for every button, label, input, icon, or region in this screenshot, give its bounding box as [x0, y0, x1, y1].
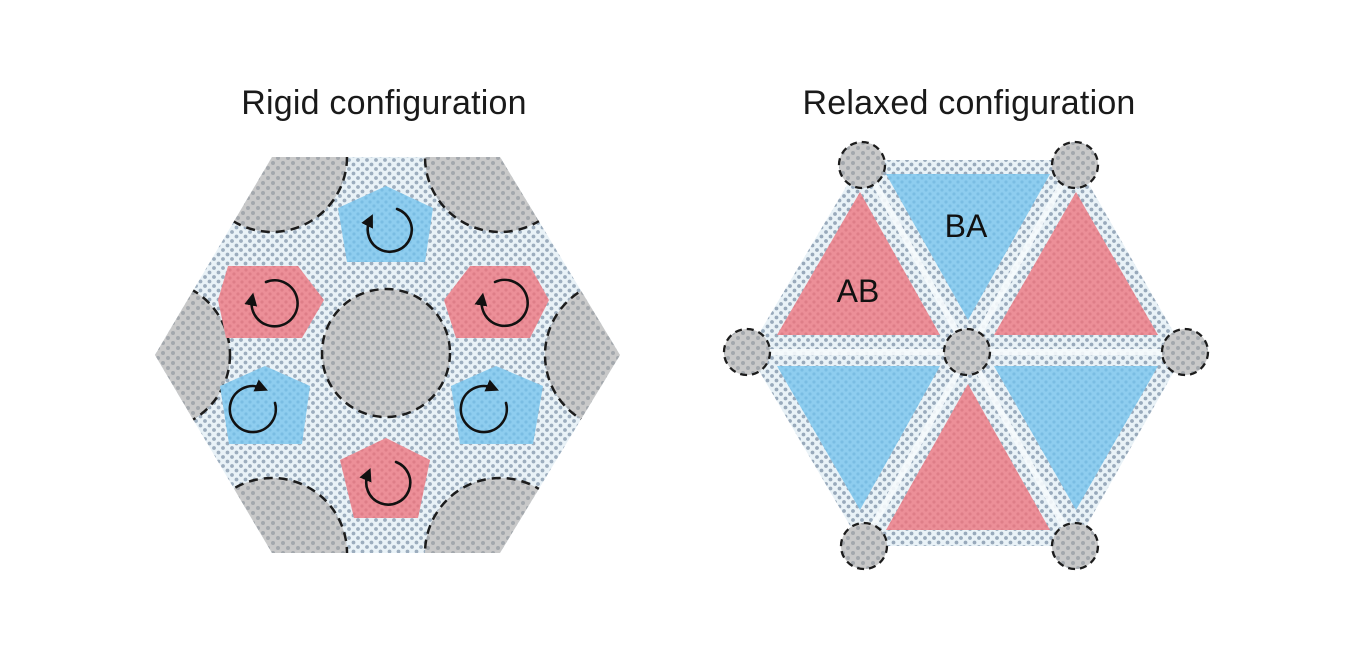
ba-domain-label: BA: [945, 208, 988, 244]
relaxed-aa-node-top-left: [837, 140, 887, 190]
rigid-red-region-upper-right: [444, 266, 549, 338]
rigid-aa-corner-top-right: [423, 157, 577, 234]
rotation-arrow-icon: [361, 207, 414, 254]
relaxed-ab-domain-left: [777, 192, 940, 335]
relaxed-aa-node-bottom-left: [839, 521, 889, 571]
relaxed-ba-domain-right: [994, 366, 1158, 510]
rigid-blue-region-lower-right: [451, 366, 543, 444]
rigid-red-region-upper-left: [218, 266, 324, 338]
relaxed-ab-domain-bottom: [886, 384, 1050, 530]
rigid-blue-region-top: [338, 186, 433, 262]
rigid-aa-center: [320, 287, 452, 419]
relaxed-ab-domain-right: [994, 192, 1158, 335]
rigid-aa-corner-right: [543, 278, 620, 432]
rigid-red-region-bottom: [340, 438, 430, 518]
rotation-arrow-icon: [474, 278, 529, 328]
ab-domain-label: AB: [837, 273, 880, 309]
rotation-arrow-icon: [459, 379, 509, 434]
relaxed-aa-node-top-right: [1050, 140, 1100, 190]
rigid-panel: [155, 157, 620, 553]
rigid-aa-corner-bottom-right: [423, 476, 577, 553]
rigid-aa-corner-left: [155, 278, 232, 432]
rigid-aa-corner-top-left: [195, 157, 349, 234]
relaxed-aa-node-center: [942, 327, 992, 377]
relaxed-ba-domain-left: [777, 366, 940, 510]
relaxed-panel: AB BA: [722, 140, 1210, 571]
rigid-aa-corner-bottom-left: [195, 476, 349, 553]
rigid-blue-region-lower-left: [220, 366, 310, 444]
relaxed-configuration-title: Relaxed configuration: [802, 84, 1136, 122]
relaxed-aa-node-left: [722, 327, 772, 377]
rigid-configuration-title: Rigid configuration: [241, 84, 527, 122]
relaxed-aa-node-right: [1160, 327, 1210, 377]
rotation-arrow-icon: [244, 279, 299, 328]
relaxed-aa-node-bottom-right: [1050, 521, 1100, 571]
relaxed-ba-domain-top: [886, 174, 1050, 320]
rotation-arrow-icon: [228, 379, 278, 434]
rotation-arrow-icon: [359, 460, 412, 506]
